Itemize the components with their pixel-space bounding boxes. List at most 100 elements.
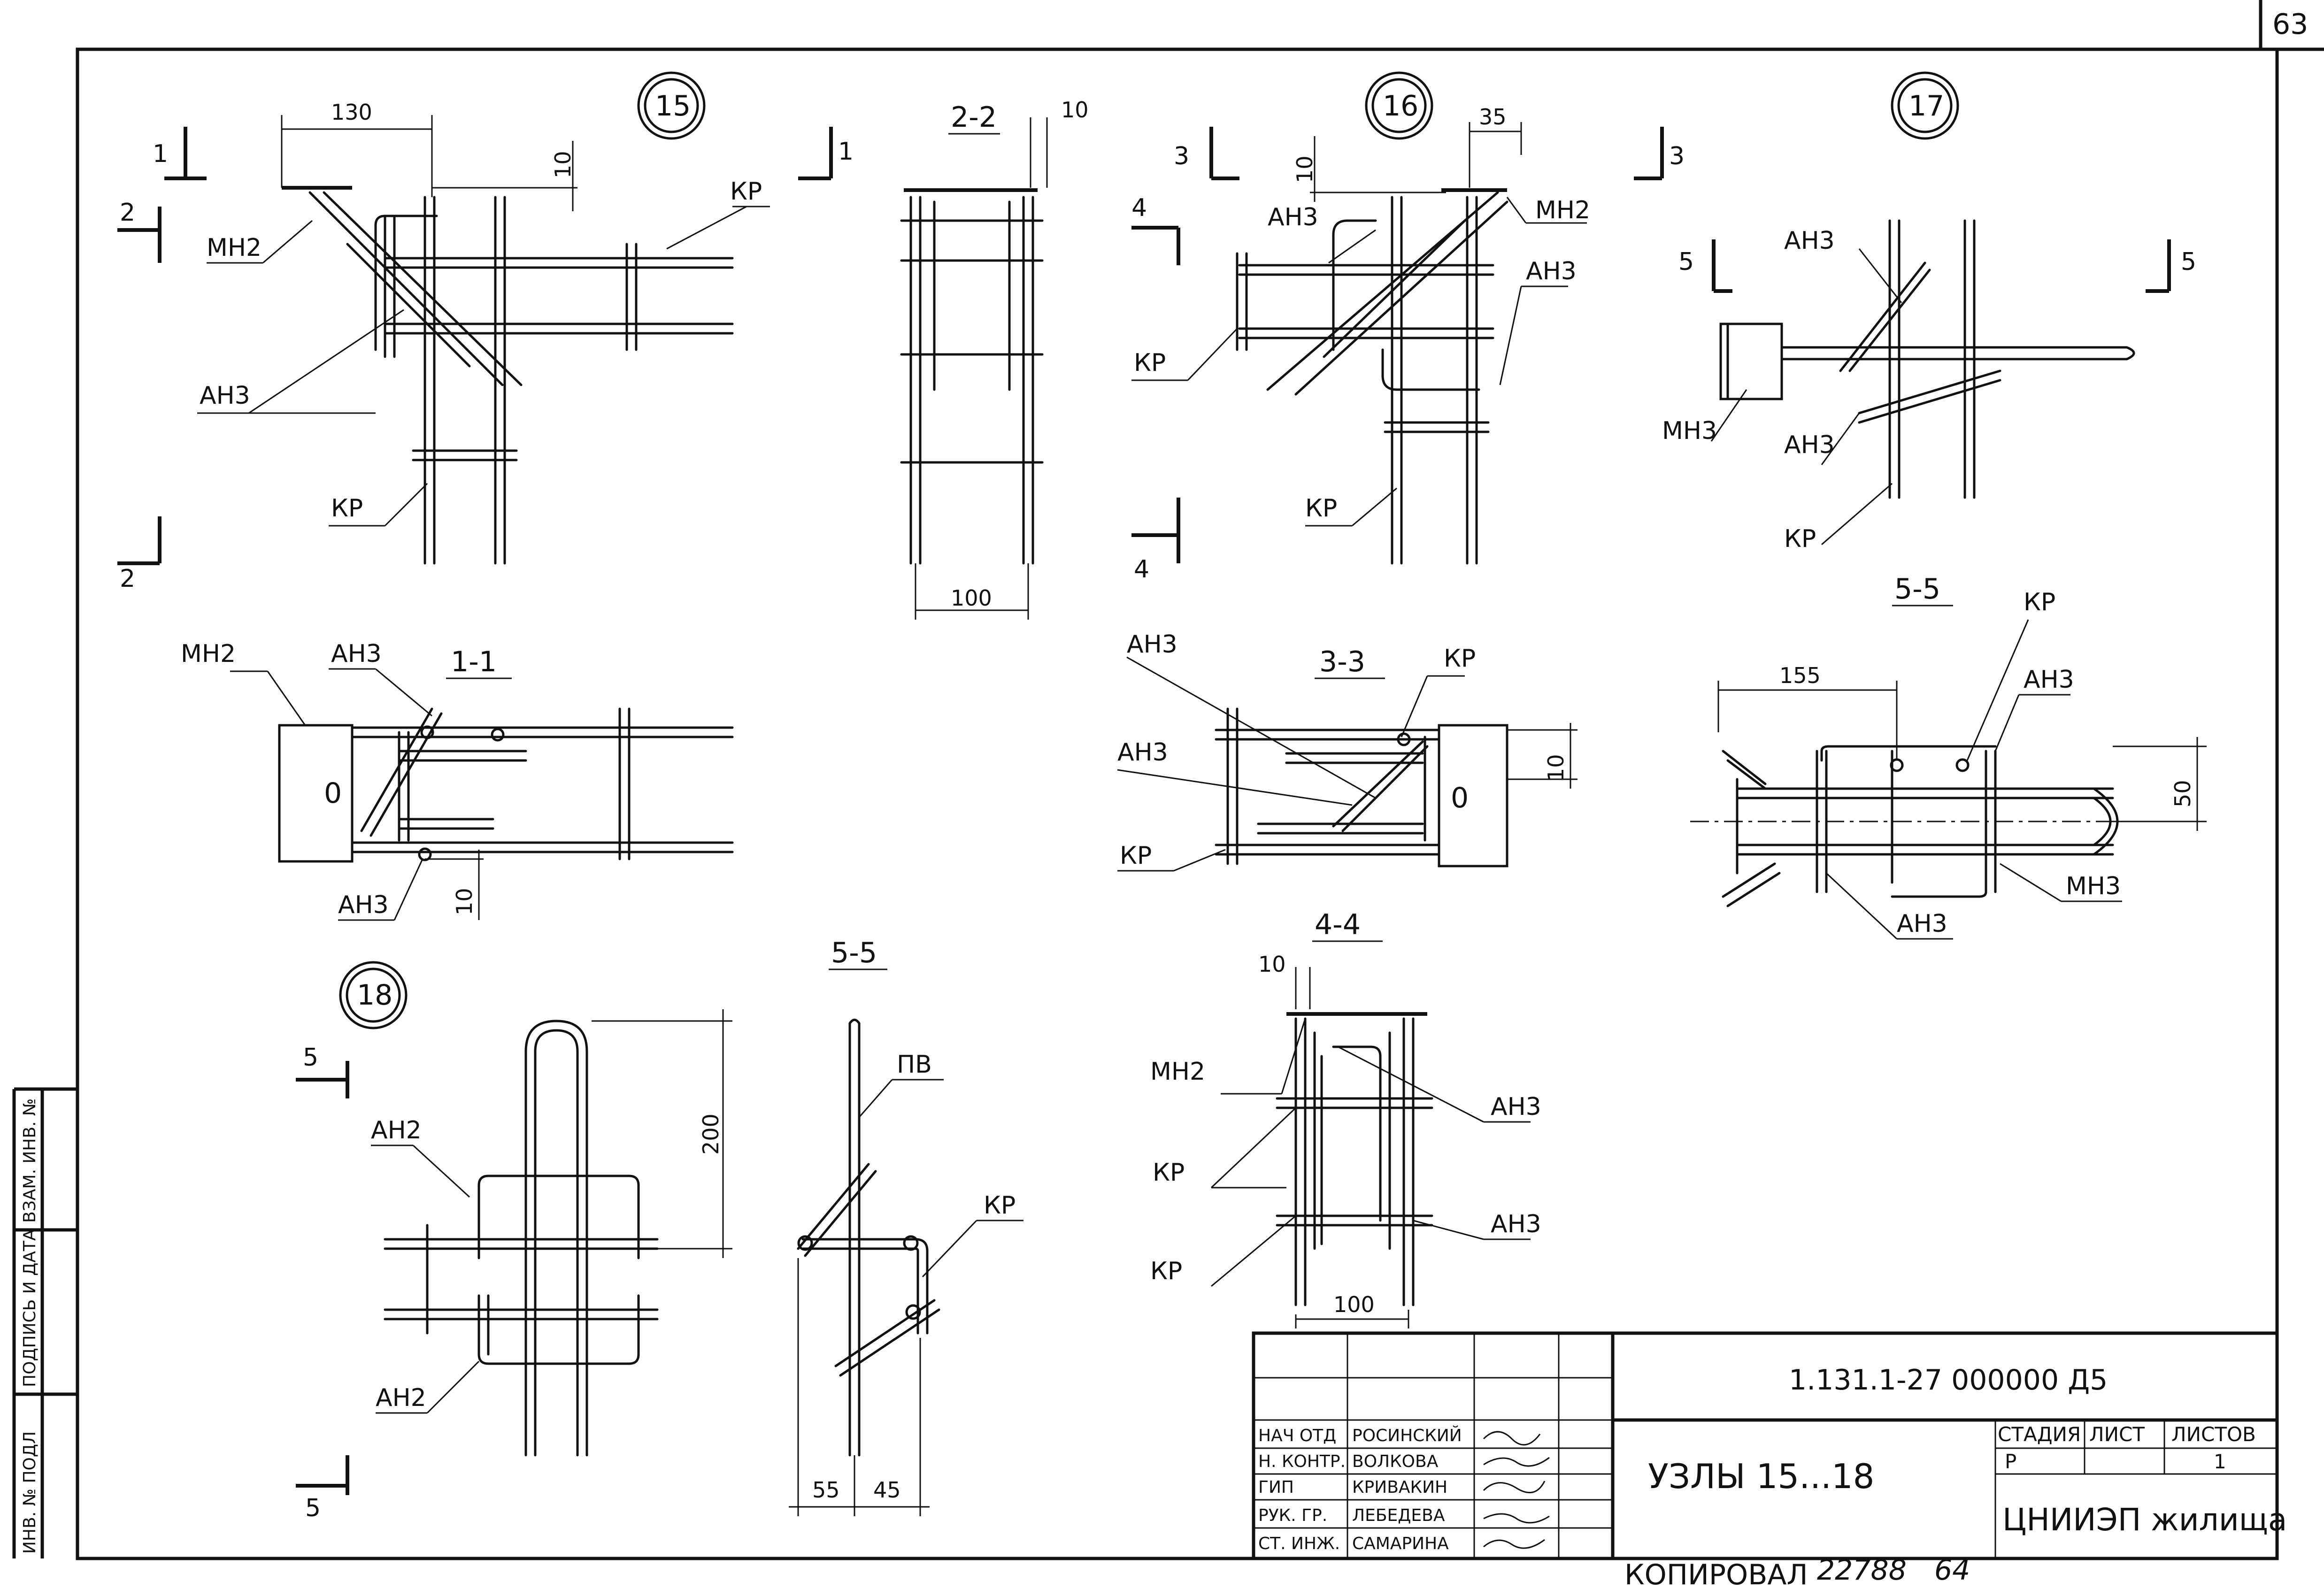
footer-number: 22788 xyxy=(1817,1554,1907,1587)
title-name-3: ЛЕБЕДЕВА xyxy=(1352,1506,1445,1525)
node-18: 18 5 5 200 АН2 АН2 xyxy=(296,961,732,1522)
node-15: 15 1 2 2 130 10 xyxy=(117,71,770,593)
title-name-4: САМАРИНА xyxy=(1352,1534,1449,1553)
n16-cut4-bottom: 4 xyxy=(1134,555,1149,583)
s55r-dim-width: 155 xyxy=(1779,663,1821,688)
side-inv-podl: ИНВ. № ПОДЛ xyxy=(20,1431,39,1554)
side-vzam: ВЗАМ. ИНВ. № xyxy=(20,1098,39,1223)
title-role-4: СТ. ИНЖ. xyxy=(1258,1534,1340,1553)
n16-dim-offset: 10 xyxy=(1292,155,1317,183)
n15-label-kr-bottom: КР xyxy=(331,494,363,522)
s44-label-an3-bottom: АН3 xyxy=(1491,1210,1541,1238)
section-5-5-bottom: 5-5 55 45 ПВ КР xyxy=(789,937,1023,1516)
s55b-title: 5-5 xyxy=(831,937,877,969)
n15-cut1-top: 1 xyxy=(153,140,168,168)
n15-cut2-bottom: 2 xyxy=(120,565,135,593)
s55r-label-mn3: МН3 xyxy=(2066,872,2121,900)
n16-cut3-left: 3 xyxy=(1174,142,1189,170)
n15-cut2-top: 2 xyxy=(120,199,135,227)
node-16-number: 16 xyxy=(1383,90,1418,123)
n17-label-an3-bottom: АН3 xyxy=(1784,431,1835,459)
title-sheet-title: УЗЛЫ 15...18 xyxy=(1648,1457,1874,1496)
signature-1 xyxy=(1483,1457,1550,1467)
title-sheets: 1 xyxy=(2214,1450,2226,1473)
n17-cut5-right: 5 xyxy=(2181,248,2196,276)
s55r-label-kr: КР xyxy=(2024,588,2055,616)
s33-dim: 10 xyxy=(1543,754,1569,782)
s11-label-an3-top: АН3 xyxy=(331,640,382,668)
n15-label-mn2: МН2 xyxy=(207,234,262,262)
s22-dim-top: 10 xyxy=(1061,97,1089,123)
n16-dim-width: 35 xyxy=(1479,104,1507,130)
n16-label-an3-right: АН3 xyxy=(1526,257,1577,285)
n16-cut3-right: 3 xyxy=(1669,142,1685,170)
footer: КОПИРОВАЛ 22788 64 xyxy=(1624,1554,1970,1589)
node-16: 16 3 3 4 4 35 10 xyxy=(1131,71,1685,583)
n18-label-an2-bottom: АН2 xyxy=(376,1384,426,1412)
title-name-2: КРИВАКИН xyxy=(1352,1478,1447,1497)
n18-cut5-top: 5 xyxy=(303,1044,318,1072)
n15-dim-width: 130 xyxy=(331,100,372,125)
title-organization: ЦНИИЭП жилища xyxy=(2002,1502,2287,1538)
page-number-box: 63 xyxy=(2259,0,2324,51)
s22-cut-label: 1 xyxy=(838,138,854,166)
n17-label-mn3: МН3 xyxy=(1662,417,1717,445)
title-name-0: РОСИНСКИЙ xyxy=(1352,1426,1462,1445)
title-role-1: Н. КОНТР. xyxy=(1258,1452,1346,1471)
n18-cut5-bottom: 5 xyxy=(305,1494,321,1522)
side-stamp: ИНВ. № ПОДЛ ПОДПИСЬ И ДАТА ВЗАМ. ИНВ. № xyxy=(12,1087,77,1558)
s44-label-an3-top: АН3 xyxy=(1491,1093,1541,1121)
title-role-3: РУК. ГР. xyxy=(1258,1506,1327,1525)
signature-3 xyxy=(1483,1513,1550,1524)
s33-label-kr-top: КР xyxy=(1444,645,1476,673)
node-17-circle xyxy=(1891,71,1959,140)
s55b-dim-left: 55 xyxy=(812,1477,840,1503)
n16-cut4-top: 4 xyxy=(1131,194,1147,222)
section-2-2: 1 2-2 10 100 xyxy=(798,97,1089,620)
s44-label-kr-top: КР xyxy=(1153,1159,1185,1187)
n16-label-mn2: МН2 xyxy=(1535,196,1590,224)
title-sheet-header: ЛИСТ xyxy=(2089,1423,2145,1446)
drawing-frame xyxy=(76,47,2279,1560)
n18-dim-height: 200 xyxy=(698,1113,723,1155)
section-5-5-right: 5-5 155 50 КР АН3 xyxy=(1690,573,2207,940)
signature-4 xyxy=(1483,1539,1545,1549)
title-role-0: НАЧ ОТД xyxy=(1258,1426,1336,1445)
title-stage-header: СТАДИЯ xyxy=(1998,1423,2081,1446)
s44-dim-top: 10 xyxy=(1258,952,1286,977)
s11-label-mn2: МН2 xyxy=(181,640,236,668)
s11-dim: 10 xyxy=(452,888,477,915)
s44-dim-bottom: 100 xyxy=(1333,1292,1375,1317)
s55r-dim-height: 50 xyxy=(2170,780,2195,807)
section-1-1: 1-1 0 МН2 АН3 АН3 10 xyxy=(181,640,734,921)
n16-label-an3-top: АН3 xyxy=(1268,203,1318,231)
s55b-dim-right: 45 xyxy=(873,1477,901,1503)
n17-label-an3-top: АН3 xyxy=(1784,227,1835,255)
node-18-number: 18 xyxy=(357,979,392,1012)
side-sign-date: ПОДПИСЬ И ДАТА xyxy=(20,1229,39,1387)
node-17-number: 17 xyxy=(1908,90,1944,123)
footer-copied-label: КОПИРОВАЛ xyxy=(1624,1558,1808,1589)
node-15-circle xyxy=(637,71,706,140)
node-15-number: 15 xyxy=(655,90,691,123)
s33-plate-mark: 0 xyxy=(1451,782,1469,814)
section-4-4: 4-4 10 100 МН2 АН3 КР АН3 КР xyxy=(1150,908,1541,1328)
s55r-label-an3-top: АН3 xyxy=(2024,666,2074,694)
s55b-label-kr: КР xyxy=(984,1191,1016,1220)
signature-0 xyxy=(1483,1431,1541,1446)
n18-label-an2-top: АН2 xyxy=(371,1116,422,1144)
s22-dim-bottom: 100 xyxy=(951,585,992,611)
title-role-2: ГИП xyxy=(1258,1478,1294,1497)
s11-plate-mark: 0 xyxy=(324,777,342,810)
s33-label-an3-top: АН3 xyxy=(1127,630,1177,659)
section-3-3: 3-3 0 АН3 КР АН3 КР 10 xyxy=(1117,630,1578,872)
node-18-circle xyxy=(339,961,408,1029)
s44-title: 4-4 xyxy=(1315,908,1361,941)
s44-label-kr-bottom: КР xyxy=(1150,1257,1182,1285)
footer-extra: 64 xyxy=(1934,1554,1970,1587)
s11-title: 1-1 xyxy=(451,645,497,678)
title-name-1: ВОЛКОВА xyxy=(1352,1452,1439,1471)
s33-title: 3-3 xyxy=(1319,645,1365,678)
title-block: 1.131.1-27 000000 Д5 УЗЛЫ 15...18 СТАДИЯ… xyxy=(1252,1331,2287,1560)
